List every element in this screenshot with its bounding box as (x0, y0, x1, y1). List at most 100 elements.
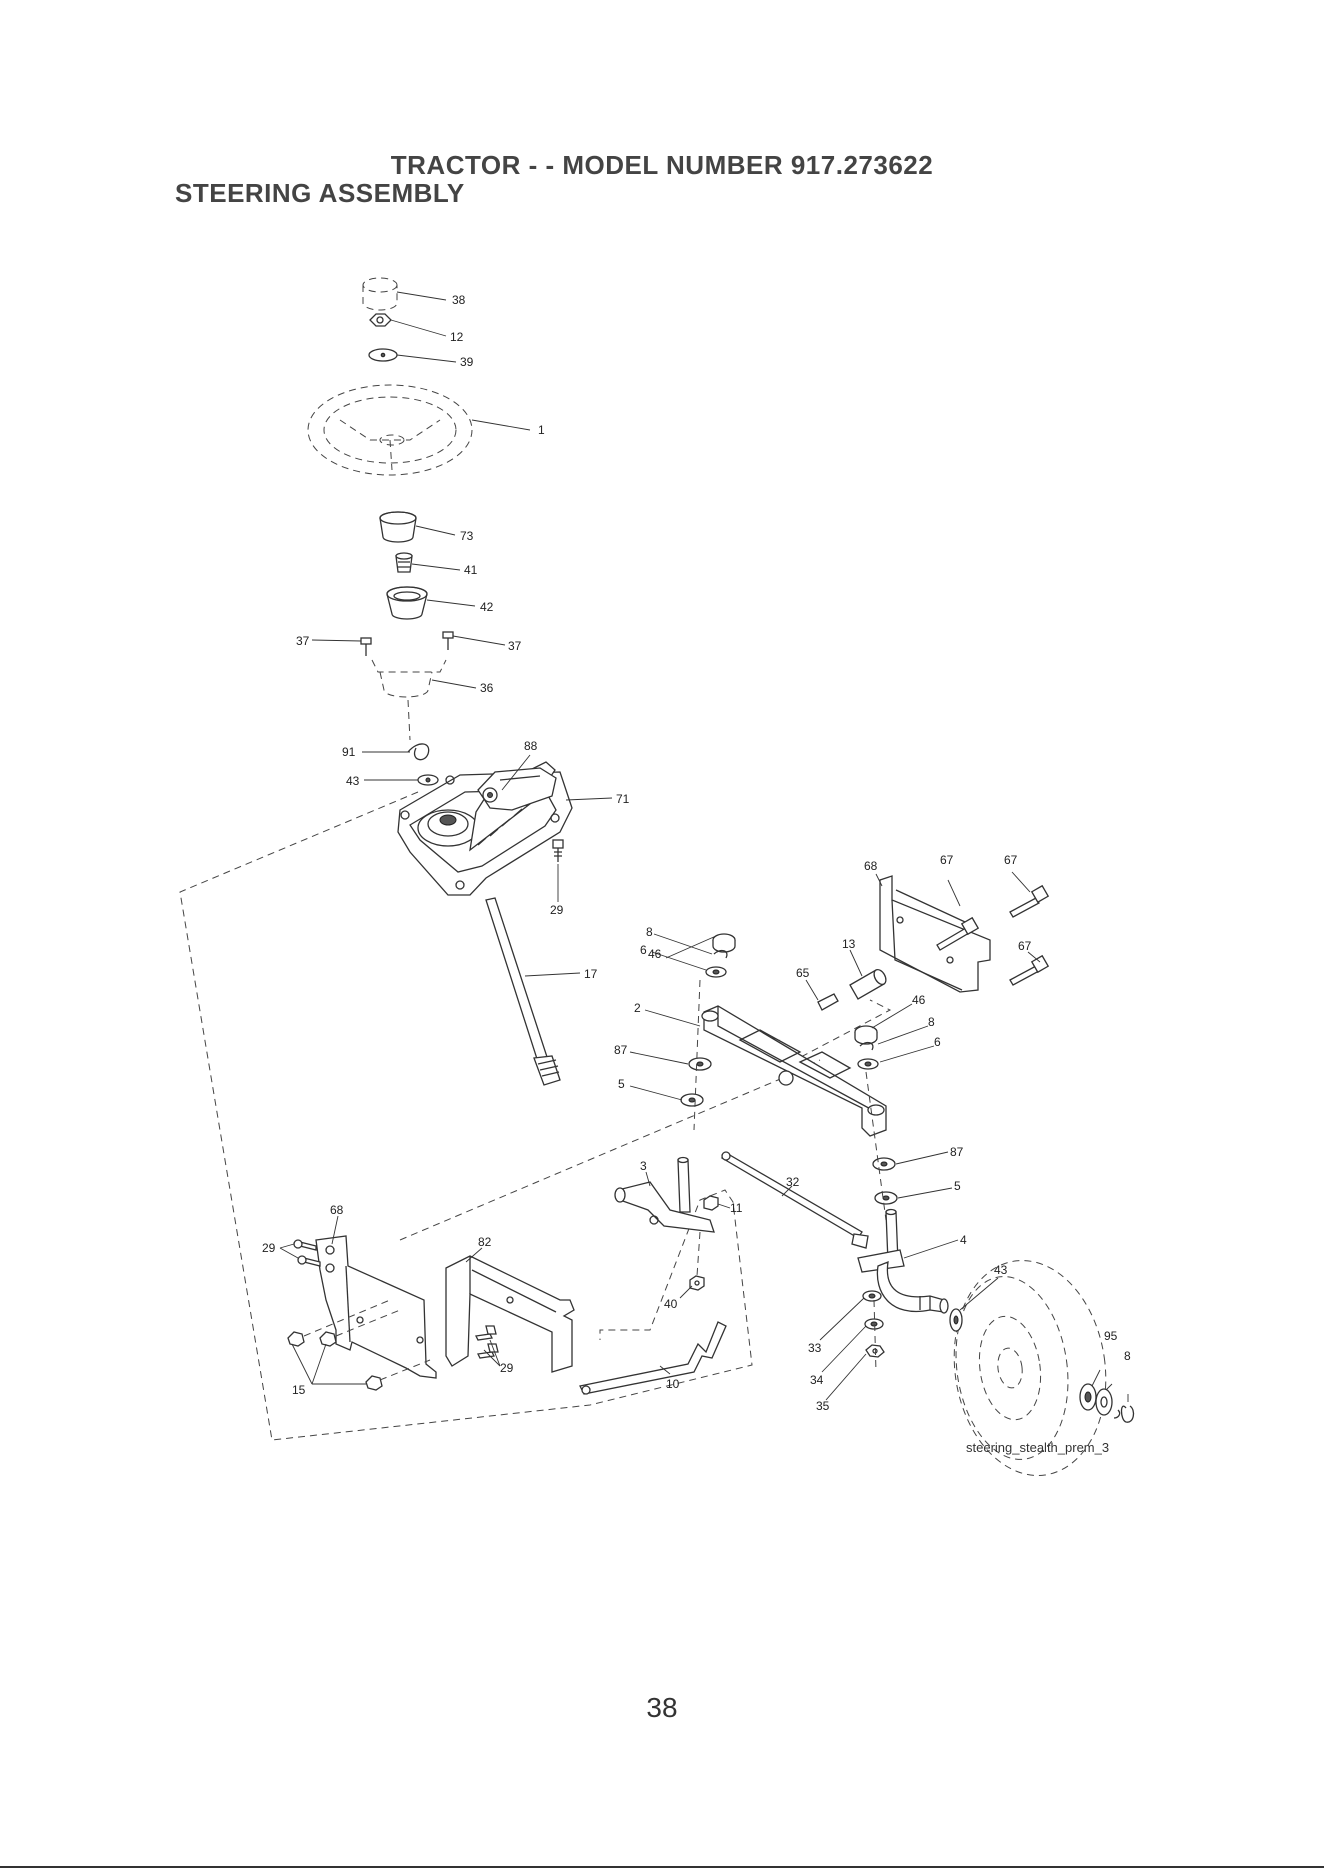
nut-part (366, 1376, 382, 1390)
alignment-line (694, 980, 700, 1130)
bell-cover-part (387, 587, 427, 619)
washer-part (418, 775, 438, 785)
bolt-part (553, 840, 563, 862)
washer-part (875, 1192, 897, 1204)
spacer-part (396, 553, 412, 572)
callout-87-left: 87 (614, 1043, 628, 1057)
bolt-part (476, 1326, 496, 1340)
nut-part (320, 1332, 336, 1346)
washer-part (706, 967, 726, 977)
washer-part (865, 1319, 883, 1329)
nut-part (704, 1196, 718, 1210)
callout-3: 3 (640, 1159, 647, 1173)
front-axle-part (702, 1006, 886, 1136)
nut-part (288, 1332, 304, 1346)
bottom-rule (0, 1866, 1324, 1868)
callout-43-top: 43 (346, 774, 360, 788)
spring-clip-part (408, 744, 429, 760)
retaining-ring-part (1114, 1406, 1133, 1422)
tie-rod-part (722, 1152, 868, 1248)
washer-part (369, 349, 397, 361)
callout-4: 4 (960, 1233, 967, 1247)
callout-11: 11 (730, 1201, 743, 1215)
alignment-line (874, 1300, 876, 1372)
callout-8-left: 8 (646, 925, 653, 939)
cap-part (855, 1026, 877, 1044)
callout-91: 91 (342, 745, 356, 759)
callout-39: 39 (460, 355, 474, 369)
callout-6-left: 6 (640, 943, 647, 957)
column-axis (408, 700, 410, 740)
bushing-part (380, 512, 416, 542)
callout-5-right: 5 (954, 1179, 961, 1193)
callout-29-gear: 29 (550, 903, 564, 917)
bolt-part (478, 1344, 498, 1358)
pivot-pin-part (818, 994, 838, 1010)
bolt-part (1010, 956, 1048, 985)
callout-13: 13 (842, 937, 856, 951)
callout-95: 95 (1104, 1329, 1118, 1343)
callout-6-right: 6 (934, 1035, 941, 1049)
callout-41: 41 (464, 563, 478, 577)
callout-29-left: 29 (262, 1241, 276, 1255)
nut-part (370, 314, 391, 326)
spindle-left-part (615, 1158, 714, 1233)
bolt-part (294, 1240, 316, 1250)
callout-37-left: 37 (296, 634, 310, 648)
callout-17: 17 (584, 967, 598, 981)
screw-part (361, 638, 371, 656)
callout-88: 88 (524, 739, 538, 753)
callout-32: 32 (786, 1175, 800, 1189)
steering-shaft-part (486, 898, 560, 1085)
screw-part (443, 632, 453, 650)
callout-67-a: 67 (940, 853, 954, 867)
callout-36: 36 (480, 681, 494, 695)
nut-part (690, 1276, 704, 1290)
washer-part (863, 1291, 881, 1301)
drag-link-part (580, 1322, 726, 1394)
callout-34: 34 (810, 1373, 824, 1387)
bolt-part (298, 1256, 320, 1266)
left-bracket-part (316, 1236, 436, 1378)
callout-67-b: 67 (1004, 853, 1018, 867)
callout-35: 35 (816, 1399, 830, 1413)
washer-part (689, 1058, 711, 1070)
page-number: 38 (0, 1692, 1324, 1724)
callout-67-c: 67 (1018, 939, 1032, 953)
steering-cap-part (363, 278, 397, 310)
callout-87-right: 87 (950, 1145, 964, 1159)
callout-46-left: 46 (648, 947, 662, 961)
callout-15: 15 (292, 1383, 306, 1397)
callout-33: 33 (808, 1341, 822, 1355)
washer-part (1080, 1384, 1096, 1410)
washer-part (1096, 1389, 1112, 1415)
washer-part (858, 1059, 878, 1069)
callout-68-top: 68 (864, 859, 878, 873)
alignment-line (400, 1060, 820, 1240)
callout-46-right: 46 (912, 993, 926, 1007)
callout-37-right: 37 (508, 639, 522, 653)
callout-71: 71 (616, 792, 630, 806)
alignment-line (697, 1232, 700, 1276)
callout-82: 82 (478, 1235, 492, 1249)
steering-wheel-part (308, 385, 472, 475)
callout-40: 40 (664, 1297, 678, 1311)
callout-43-wheel: 43 (994, 1263, 1008, 1277)
callout-10: 10 (666, 1377, 680, 1391)
washer-part (873, 1158, 895, 1170)
callout-8-right: 8 (928, 1015, 935, 1029)
callout-42: 42 (480, 600, 494, 614)
cap-part (713, 934, 735, 952)
washer-part (681, 1094, 703, 1106)
mounting-bracket-part (446, 1256, 574, 1372)
washer-part (950, 1309, 962, 1331)
callout-1: 1 (538, 423, 545, 437)
axle-support-bracket-part (880, 876, 990, 992)
callout-5-left: 5 (618, 1077, 625, 1091)
callout-8-wheel: 8 (1124, 1349, 1131, 1363)
diagram-caption: steering_stealth_prem_3 (966, 1440, 1109, 1455)
callout-73: 73 (460, 529, 474, 543)
callout-68-bottom: 68 (330, 1203, 344, 1217)
column-bracket-part (372, 660, 446, 697)
